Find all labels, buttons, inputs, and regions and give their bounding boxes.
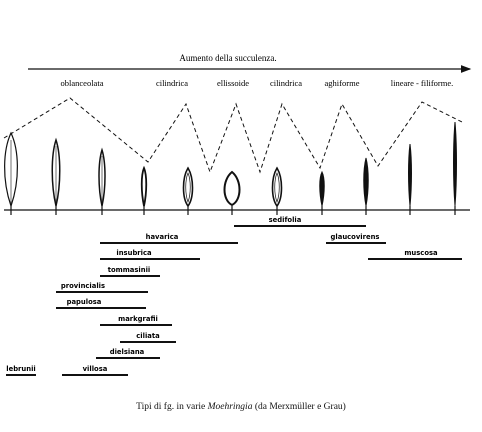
- species-label-sedifolia: sedifolia: [269, 216, 302, 224]
- species-label-tommasinii: tommasinii: [108, 266, 151, 274]
- leaf-cylindrical-1: [182, 166, 194, 208]
- leaf-acicular-2: [363, 157, 369, 207]
- species-label-havarica: havarica: [146, 233, 179, 241]
- species-label-dielsiana: dielsiana: [110, 348, 145, 356]
- leaf-acicular-1: [319, 170, 325, 207]
- leaf-filiform: [453, 121, 457, 207]
- leaf-cylindrical-2-inner: [274, 172, 280, 203]
- leaf-oblanceolate-3: [98, 147, 106, 207]
- leaf-linear-1: [408, 143, 412, 207]
- species-label-provincialis: provincialis: [61, 282, 105, 290]
- shape-label-cilindrica-2: cilindrica: [270, 78, 302, 88]
- species-label-papulosa: papulosa: [67, 298, 102, 306]
- caption-prefix: Tipi di fg. in varie: [136, 402, 208, 412]
- caption-suffix: (da Merxmüller e Grau): [252, 402, 346, 412]
- shape-label-ellissoide: ellissoide: [217, 78, 249, 88]
- shape-boundary-zigzag: [3, 97, 463, 174]
- shape-label-lineare-filiforme: lineare - filiforme.: [391, 78, 454, 88]
- leaf-oblanceolate-2: [51, 137, 61, 207]
- species-label-muscosa: muscosa: [404, 249, 438, 257]
- caption-genus: Moehringia: [207, 402, 253, 412]
- species-range-bars: [6, 225, 462, 376]
- figure-caption: Tipi di fg. in varie Moehringia (da Merx…: [0, 402, 482, 412]
- leaf-cylindrical-2: [271, 166, 283, 208]
- leaf-cylindrical-small: [140, 165, 148, 207]
- succulence-arrow-label: Aumento della succulenza.: [179, 53, 276, 63]
- leaf-cylindrical-1-inner: [185, 172, 191, 203]
- species-label-markgrafii: markgrafii: [118, 315, 158, 323]
- shape-label-oblanceolata: oblanceolata: [61, 78, 104, 88]
- species-label-lebrunii: lebrunii: [6, 365, 36, 373]
- leaf-ellipsoid: [223, 170, 241, 207]
- species-label-villosa: villosa: [83, 365, 108, 373]
- shape-label-cilindrica-1: cilindrica: [156, 78, 188, 88]
- leaf-oblanceolate-1: [4, 131, 18, 208]
- species-label-glaucovirens: glaucovirens: [331, 233, 380, 241]
- shape-label-aghiforme: aghiforme: [325, 78, 360, 88]
- species-label-insubrica: insubrica: [116, 249, 152, 257]
- species-label-ciliata: ciliata: [136, 332, 160, 340]
